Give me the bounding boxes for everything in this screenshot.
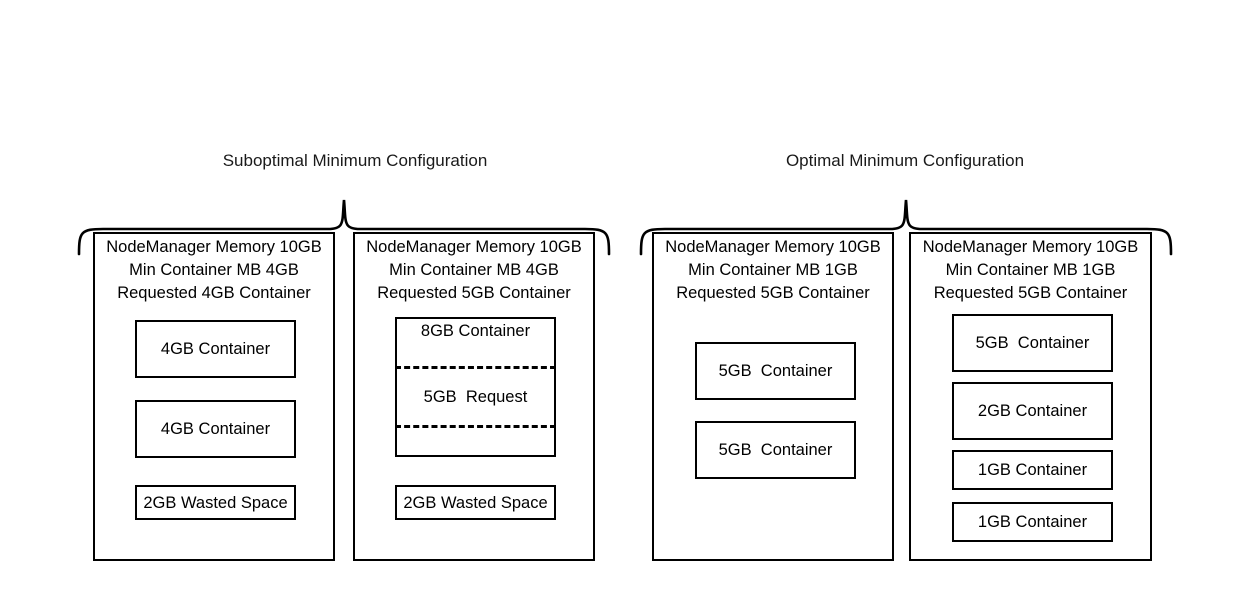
panel-4-requested-container: Requested 5GB Container [933, 284, 1128, 302]
nodemanager-panel-4: NodeManager Memory 10GB Min Container MB… [909, 232, 1152, 561]
panel-4-min-container-mb: Min Container MB 1GB [945, 261, 1116, 279]
container-box: 4GB Container [135, 320, 296, 378]
panel-3-nodemanager-memory: NodeManager Memory 10GB [665, 238, 881, 256]
panel-1-min-container-mb: Min Container MB 4GB [129, 261, 299, 279]
panel-2-nodemanager-memory: NodeManager Memory 10GB [366, 238, 582, 256]
panel-2-requested-container: Requested 5GB Container [377, 284, 571, 302]
nodemanager-panel-1: NodeManager Memory 10GB Min Container MB… [93, 232, 335, 561]
container-box: 5GB Container [695, 421, 856, 479]
panel-2-header: NodeManager Memory 10GB Min Container MB… [355, 236, 593, 305]
panel-3-min-container-mb: Min Container MB 1GB [688, 261, 858, 279]
panel-3-requested-container: Requested 5GB Container [676, 284, 870, 302]
panel-3-header: NodeManager Memory 10GB Min Container MB… [654, 236, 892, 305]
request-band-dashed: 5GB Request [395, 366, 556, 428]
container-box: 1GB Container [952, 450, 1113, 490]
nodemanager-panel-3: NodeManager Memory 10GB Min Container MB… [652, 232, 894, 561]
container-box: 5GB Container [952, 314, 1113, 372]
wasted-space-box: 2GB Wasted Space [135, 485, 296, 520]
container-box: 2GB Container [952, 382, 1113, 440]
wasted-space-box: 2GB Wasted Space [395, 485, 556, 520]
container-box-8gb: 8GB Container 5GB Request [395, 317, 556, 457]
container-box-8gb-label: 8GB Container [420, 322, 531, 340]
container-box: 4GB Container [135, 400, 296, 458]
panel-4-nodemanager-memory: NodeManager Memory 10GB [922, 238, 1139, 256]
container-box: 1GB Container [952, 502, 1113, 542]
container-box: 5GB Container [695, 342, 856, 400]
group-title-optimal: Optimal Minimum Configuration [785, 151, 1025, 170]
nodemanager-panel-2: NodeManager Memory 10GB Min Container MB… [353, 232, 595, 561]
panel-1-nodemanager-memory: NodeManager Memory 10GB [106, 238, 322, 256]
panel-4-header: NodeManager Memory 10GB Min Container MB… [911, 236, 1150, 305]
panel-1-header: NodeManager Memory 10GB Min Container MB… [95, 236, 333, 305]
group-title-suboptimal: Suboptimal Minimum Configuration [222, 151, 488, 170]
panel-1-requested-container: Requested 4GB Container [117, 284, 311, 302]
panel-2-min-container-mb: Min Container MB 4GB [389, 261, 559, 279]
